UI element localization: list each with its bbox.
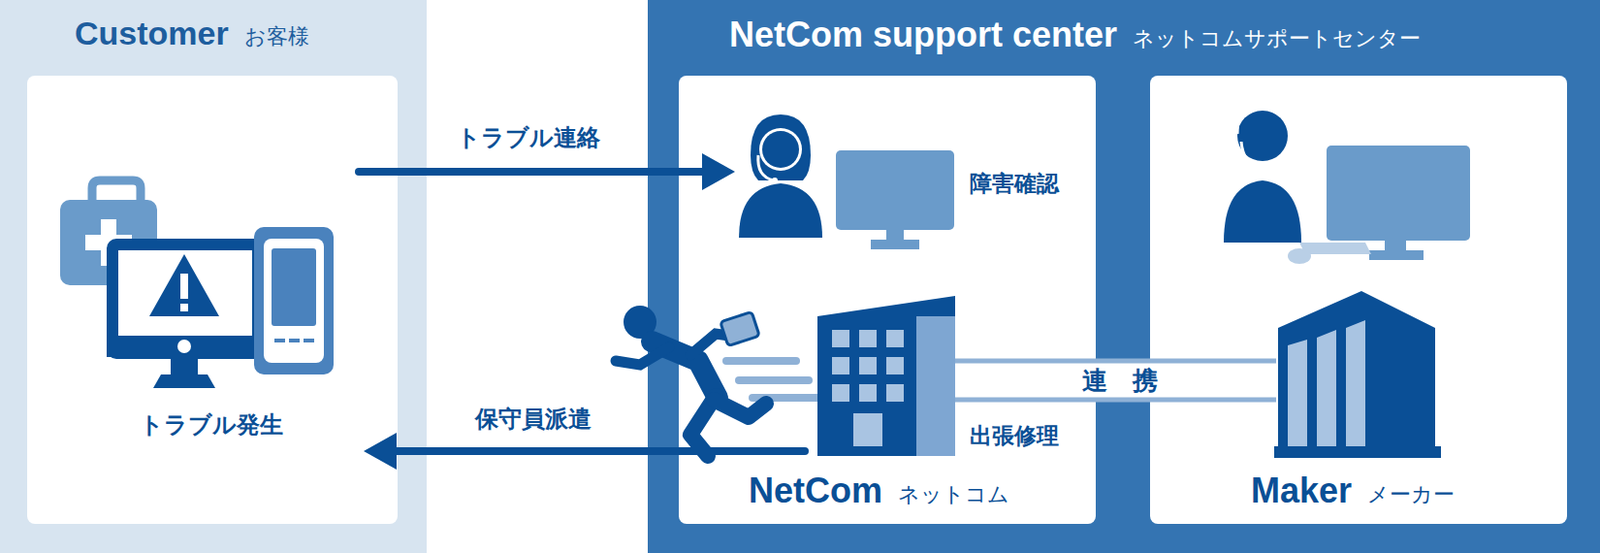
- edge-label-holder: 連 携: [1078, 365, 1162, 396]
- operator-woman-icon: [738, 114, 955, 250]
- text-holder: ネットコム: [897, 481, 1010, 508]
- text-holder: お客様: [244, 24, 310, 50]
- link-band: [955, 360, 1277, 400]
- monitor-warning-icon: [106, 244, 264, 388]
- heading-text: Customer: [74, 13, 229, 54]
- edge-label: 連 携: [1078, 365, 1162, 396]
- heading-text: トラブル発生: [139, 411, 284, 440]
- support-center-panel: NetCom support center ネットコムサポートセンター障害確認出張…: [647, 0, 1600, 553]
- heading-text: 障害確認: [969, 170, 1059, 198]
- edge-label: トラブル連絡: [452, 124, 605, 153]
- heading-text: 出張修理: [969, 422, 1059, 450]
- text-holder: 出張修理: [969, 422, 1059, 450]
- maker-building-icon: [1274, 290, 1441, 458]
- text-holder: Customer: [74, 13, 229, 54]
- sub-text: メーカー: [1367, 481, 1455, 508]
- text-holder: Maker: [1250, 469, 1352, 512]
- heading-text: Maker: [1250, 469, 1352, 512]
- flow-arrow: [363, 432, 805, 470]
- heading-text: NetCom: [748, 469, 883, 512]
- text-holder: NetCom: [748, 469, 883, 512]
- text-holder: 障害確認: [969, 170, 1059, 198]
- edge-label: 保守員派遣: [471, 405, 596, 434]
- text-holder: NetCom support center: [729, 13, 1118, 56]
- running-man-icon: [615, 305, 827, 456]
- sub-text: お客様: [244, 24, 310, 50]
- text-holder: メーカー: [1367, 481, 1455, 508]
- flow-arrow: [358, 153, 736, 191]
- edge-label-holder: トラブル連絡: [452, 124, 605, 153]
- phone-icon: [254, 226, 334, 375]
- operator-man-icon: [1223, 98, 1471, 264]
- edge-label-holder: 保守員派遣: [471, 405, 596, 434]
- sub-text: ネットコム: [897, 481, 1010, 508]
- netcom-building-icon: [817, 295, 956, 456]
- netcom-box: 障害確認出張修理 NetCom ネットコム: [678, 75, 1096, 524]
- text-holder: ネットコムサポートセンター: [1132, 26, 1421, 52]
- sub-text: ネットコムサポートセンター: [1132, 26, 1421, 52]
- heading-text: NetCom support center: [729, 13, 1118, 56]
- text-holder: トラブル発生: [139, 411, 284, 440]
